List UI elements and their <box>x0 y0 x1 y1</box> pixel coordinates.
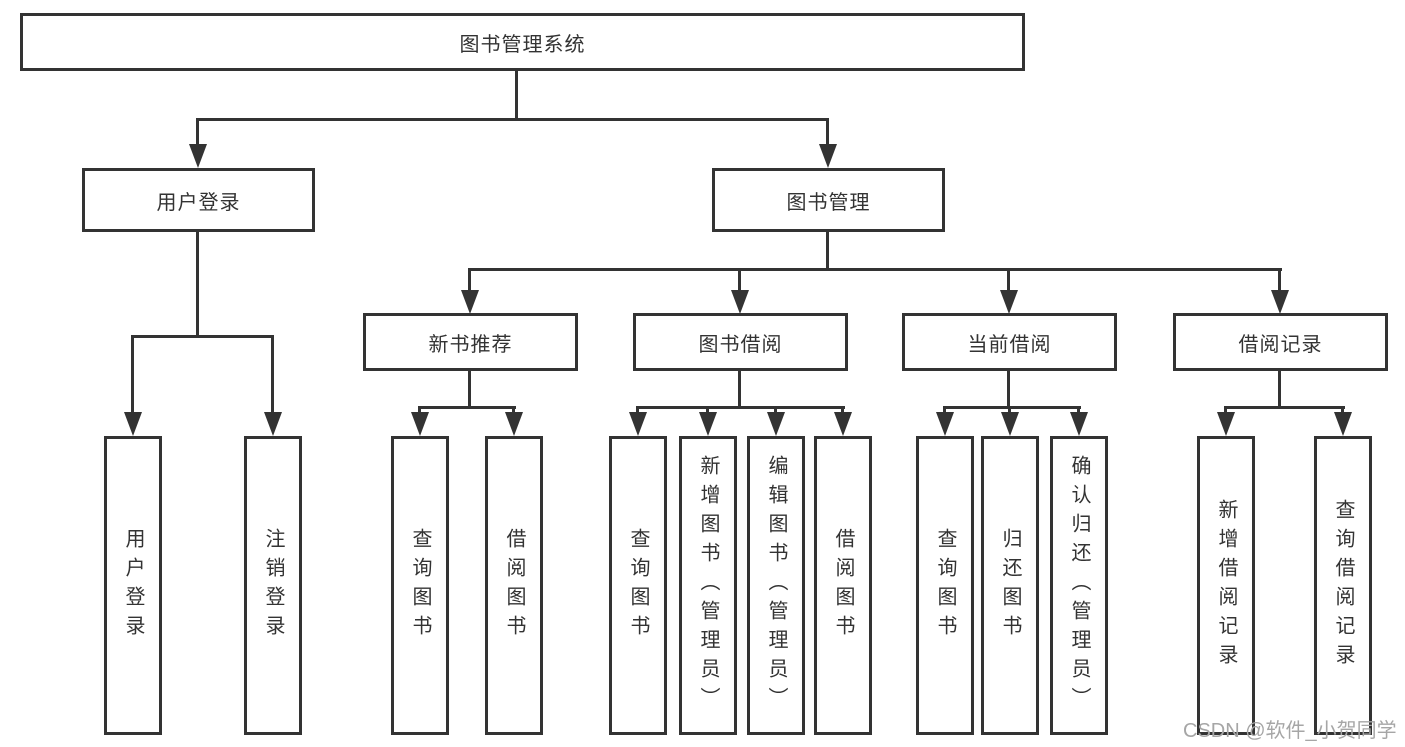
arrow-down-icon <box>1000 290 1018 314</box>
arrow-down-icon <box>505 412 523 436</box>
connector-line <box>826 118 829 148</box>
connector-line <box>706 406 709 416</box>
node-book-management: 图书管理 <box>712 168 945 232</box>
connector-line <box>196 118 199 148</box>
node-borrow-records: 借阅记录 <box>1173 313 1388 371</box>
leaf-user-login: 用户登录 <box>104 436 162 735</box>
arrow-down-icon <box>834 412 852 436</box>
arrow-down-icon <box>1001 412 1019 436</box>
leaf-query-borrow-record: 查询借阅记录 <box>1314 436 1372 735</box>
connector-line <box>1225 406 1345 409</box>
arrow-down-icon <box>731 290 749 314</box>
connector-line <box>419 406 516 409</box>
connector-line <box>469 268 1282 271</box>
leaf-query-books-recommend: 查询图书 <box>391 436 449 735</box>
connector-line <box>1224 406 1227 416</box>
connector-line <box>131 335 134 415</box>
arrow-down-icon <box>819 144 837 168</box>
leaf-add-borrow-record: 新增借阅记录 <box>1197 436 1255 735</box>
arrow-down-icon <box>936 412 954 436</box>
leaf-confirm-return-admin: 确认归还（管理员） <box>1050 436 1108 735</box>
arrow-down-icon <box>411 412 429 436</box>
connector-line <box>271 335 274 415</box>
node-book-borrow: 图书借阅 <box>633 313 848 371</box>
leaf-query-books-borrow: 查询图书 <box>609 436 667 735</box>
leaf-borrow-books-recommend: 借阅图书 <box>485 436 543 735</box>
connector-line <box>738 268 741 294</box>
arrow-down-icon <box>1334 412 1352 436</box>
leaf-edit-book-admin: 编辑图书（管理员） <box>747 436 805 735</box>
csdn-watermark: CSDN @软件_小贺同学 <box>1183 720 1397 742</box>
connector-line <box>636 406 639 416</box>
arrow-down-icon <box>767 412 785 436</box>
connector-line <box>512 406 515 416</box>
connector-line <box>132 335 274 338</box>
arrow-down-icon <box>461 290 479 314</box>
connector-line <box>515 71 518 120</box>
arrow-down-icon <box>629 412 647 436</box>
connector-line <box>468 268 471 294</box>
arrow-down-icon <box>1070 412 1088 436</box>
connector-line <box>1341 406 1344 416</box>
connector-line <box>1278 371 1281 409</box>
connector-line <box>738 371 741 409</box>
leaf-query-books-current: 查询图书 <box>916 436 974 735</box>
arrow-down-icon <box>264 412 282 436</box>
leaf-add-book-admin: 新增图书（管理员） <box>679 436 737 735</box>
connector-line <box>196 118 829 121</box>
connector-line <box>1008 406 1011 416</box>
node-library-management-system: 图书管理系统 <box>20 13 1025 71</box>
leaf-borrow-books: 借阅图书 <box>814 436 872 735</box>
connector-line <box>1077 406 1080 416</box>
connector-line <box>1007 371 1010 409</box>
connector-line <box>196 232 199 338</box>
arrow-down-icon <box>1271 290 1289 314</box>
connector-line <box>826 232 829 271</box>
leaf-return-books: 归还图书 <box>981 436 1039 735</box>
connector-line <box>418 406 421 416</box>
connector-line <box>1007 268 1010 294</box>
connector-line <box>1278 268 1281 294</box>
connector-line <box>637 406 845 409</box>
arrow-down-icon <box>124 412 142 436</box>
connector-line <box>468 371 471 409</box>
node-current-borrow: 当前借阅 <box>902 313 1117 371</box>
arrow-down-icon <box>189 144 207 168</box>
node-new-book-recommend: 新书推荐 <box>363 313 578 371</box>
connector-line <box>943 406 946 416</box>
arrow-down-icon <box>699 412 717 436</box>
leaf-logout: 注销登录 <box>244 436 302 735</box>
arrow-down-icon <box>1217 412 1235 436</box>
connector-line <box>774 406 777 416</box>
connector-line <box>841 406 844 416</box>
connector-line <box>944 406 1081 409</box>
node-user-login: 用户登录 <box>82 168 315 232</box>
